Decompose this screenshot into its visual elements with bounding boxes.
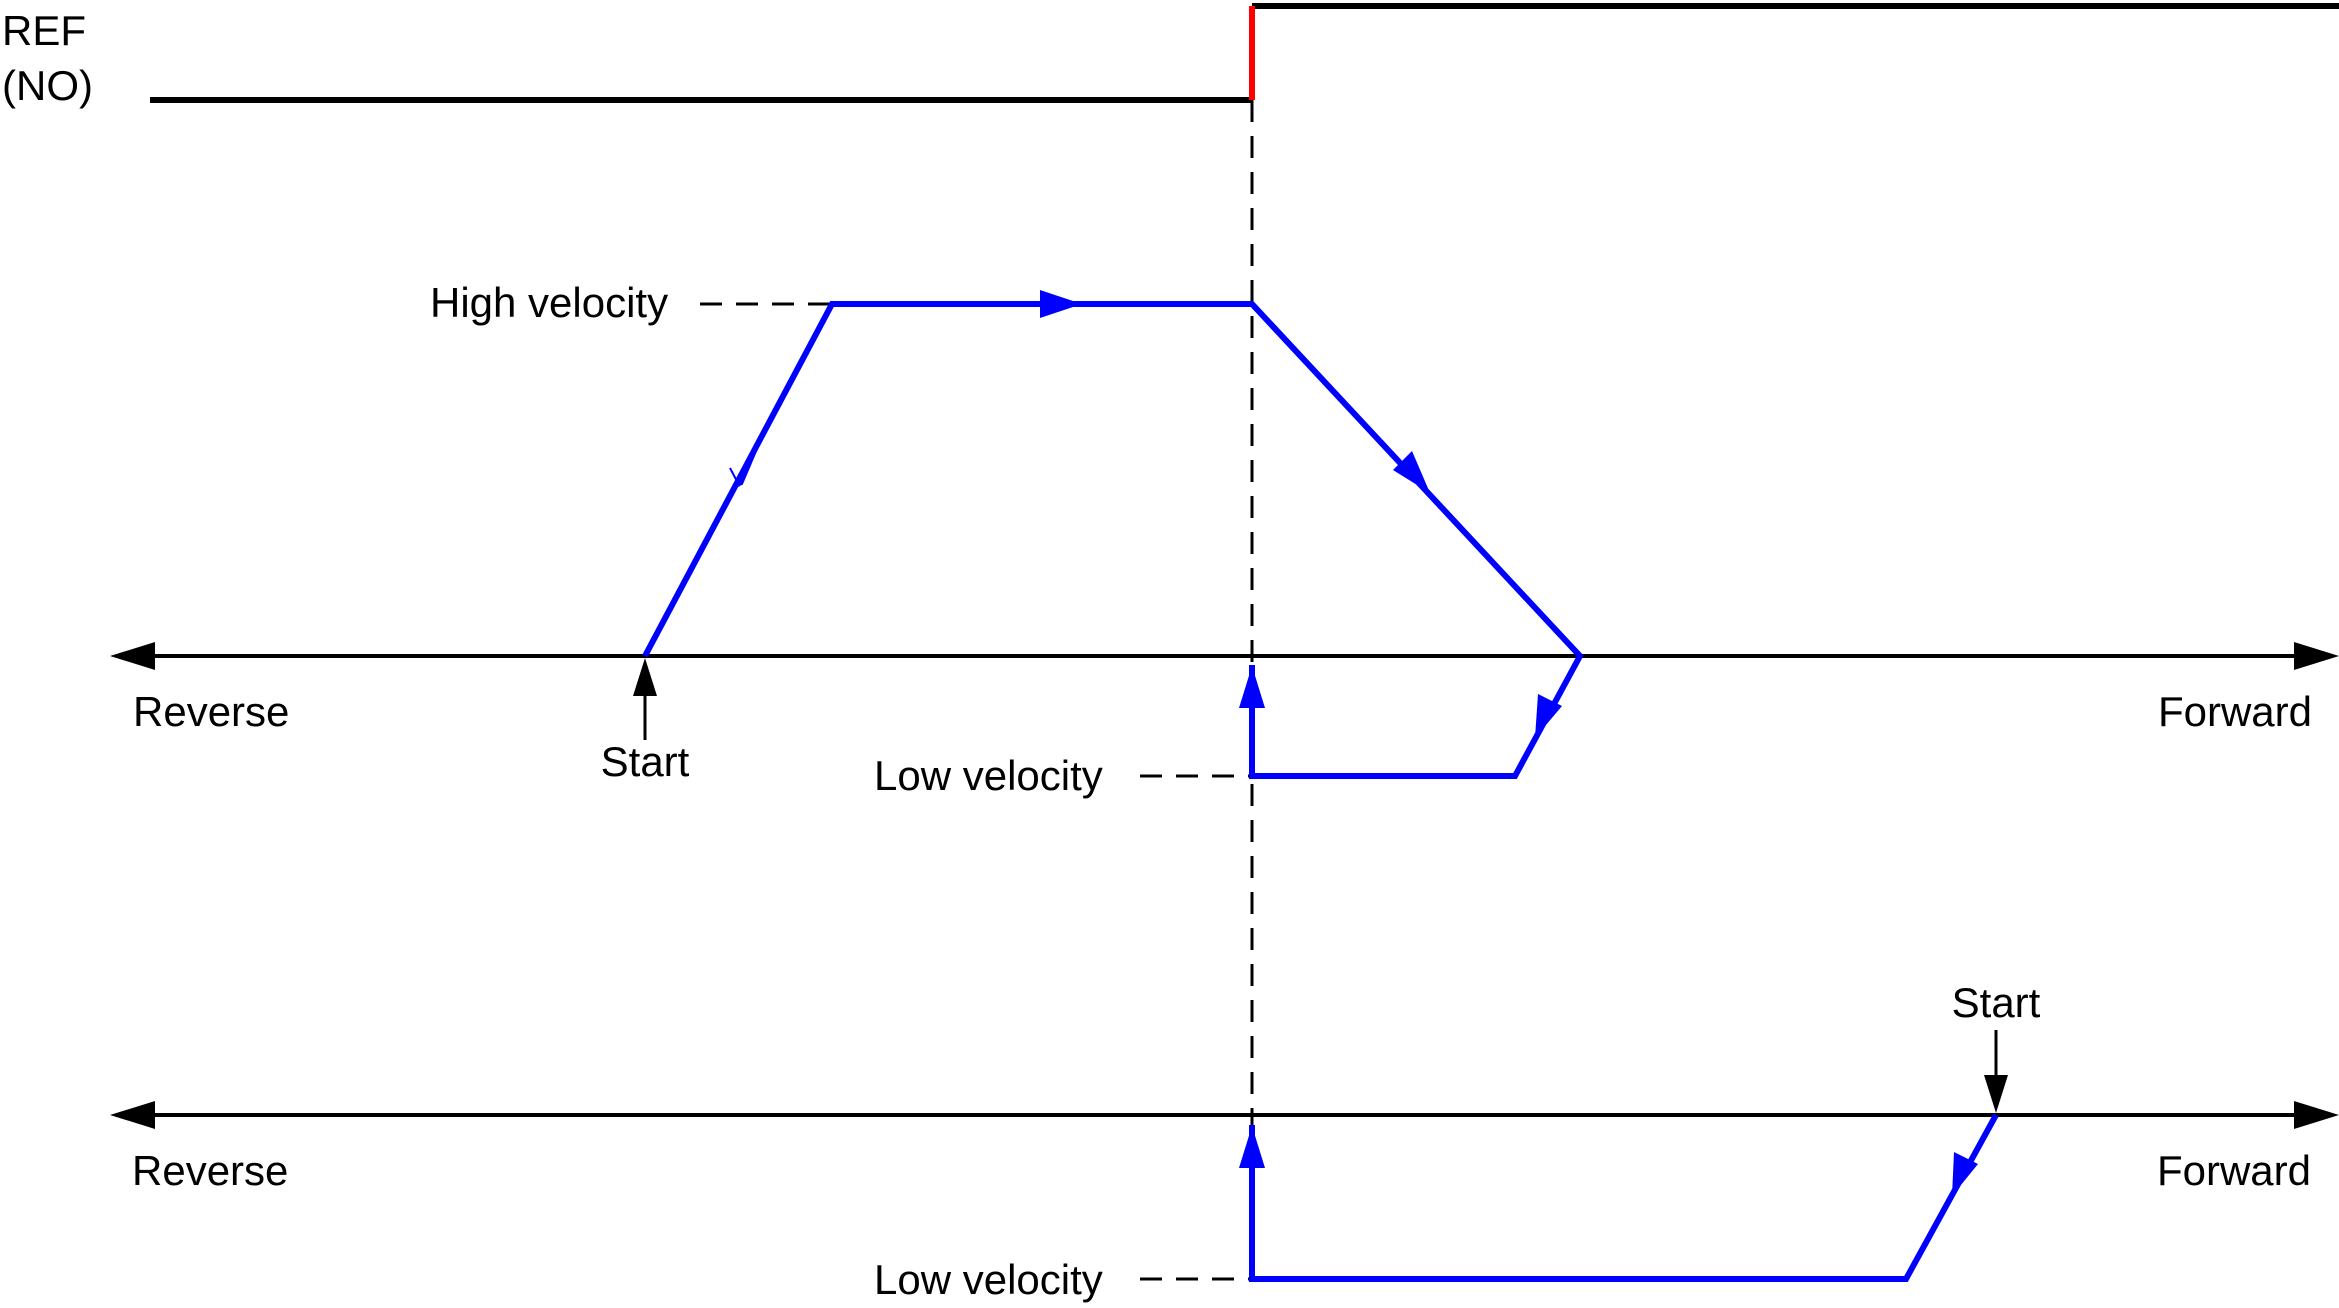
forward-label: Forward [2158,688,2312,735]
start-label: Start [601,738,690,785]
reverse-low-arrowhead [1239,1126,1265,1168]
start-label: Start [1952,979,2041,1026]
velocity-profile-path [642,301,1584,779]
reverse-low-arrowhead [1239,666,1265,708]
profile-2: Reverse Forward Start Low velocity [110,979,2339,1303]
velocity-profile-path [1249,1113,1999,1282]
reverse-arrowhead [110,1101,155,1129]
reverse-arrowhead [110,642,155,670]
forward-arrowhead [2294,1101,2339,1129]
profile-1: Reverse Forward Start High velocity Low … [110,279,2339,799]
low-velocity-label: Low velocity [874,752,1103,799]
reverse-label: Reverse [132,1147,288,1194]
low-velocity-label: Low velocity [874,1256,1103,1303]
forward-arrowhead [2294,642,2339,670]
reverse-label: Reverse [133,688,289,735]
ref-label: REF [2,7,86,54]
accel-arrowhead [729,443,761,488]
decel-arrowhead [1393,451,1430,493]
high-velocity-label: High velocity [430,279,668,326]
forward-label: Forward [2157,1147,2311,1194]
ref-state-label: (NO) [2,62,93,109]
start-arrowhead [1984,1075,2008,1113]
reverse-decel-arrowhead [1535,694,1562,738]
reverse-decel-arrowhead [1952,1152,1978,1196]
forward-run-arrowhead [1040,290,1082,318]
start-arrowhead [633,658,657,696]
ref-signal: REF (NO) [2,3,2339,109]
